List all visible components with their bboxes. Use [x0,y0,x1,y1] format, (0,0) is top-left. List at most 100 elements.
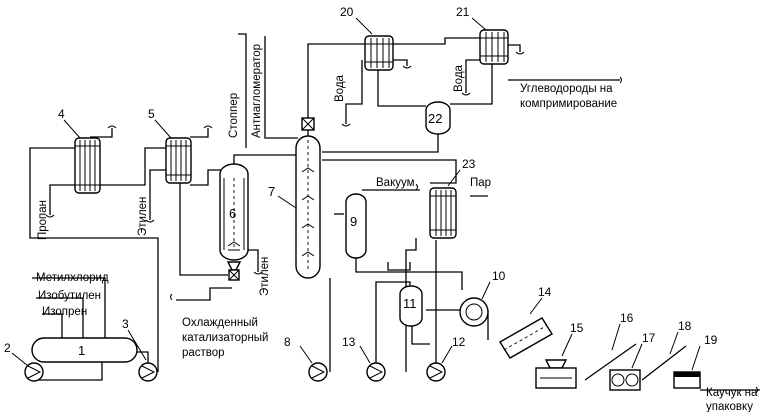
pump-12: 12 [426,335,466,382]
label-propane: Пропан [37,200,49,240]
equipment-label-1: 1 [78,343,85,358]
line-isobutylene [36,297,84,338]
line-reactor-to-column [233,154,298,166]
label-vacuum: Вакуум [376,177,415,189]
label-stopper: Стоппер [228,93,240,138]
line-methyl-chloride [32,277,106,338]
equipment-label-10: 10 [492,269,506,283]
machine-15: 15 [535,321,584,389]
reactor-6: 6 [219,163,249,281]
line-pump2-loop [33,362,103,381]
flow-terminators [45,51,758,394]
line-isoprene [42,313,63,338]
line-column-to-hx20 [307,43,365,118]
vessel-9: 9 [345,193,367,259]
line-hx21-to-sep22 [450,64,493,105]
line-catalyst-hx [190,169,222,186]
equipment-label-19: 19 [704,333,718,347]
equipment-label-2: 2 [4,341,11,355]
line-antiagglomerator [264,36,298,139]
equipment-label-23: 23 [462,157,476,171]
pump-8: 8 [284,335,328,382]
line-hx5-vapor [190,128,209,138]
press-19: 19 [673,333,718,389]
equipment-label-5: 5 [148,107,155,121]
label-ethylene-2: Этилен [259,257,271,296]
label-hydrocarbons-2: компримирование [520,98,617,110]
equipment-label-20: 20 [340,5,354,19]
label-isoprene: Изопрен [42,306,87,318]
label-methyl-chloride: Метилхлорид [36,272,109,284]
label-hydrocarbons-1: Углеводороды на [520,83,613,95]
line-ethylene-1 [149,169,166,220]
equipment-label-8: 8 [284,335,291,349]
label-catalyst-3: раствор [182,347,225,359]
vessel-11: 11 [399,285,423,327]
line-water-1 [345,60,363,124]
equipment-label-14: 14 [538,285,552,299]
label-catalyst-1: Охлажденный [182,317,258,329]
label-water-1: Вода [334,74,346,102]
pump-13: 13 [342,335,386,382]
label-catalyst-2: катализаторный [182,332,268,344]
line-sep22-return [322,130,439,153]
label-ethylene-1: Этилен [137,197,149,236]
equipment-label-16: 16 [620,311,634,325]
equipment-label-6: 6 [229,206,236,221]
label-steam: Пар [470,177,491,189]
condenser-20: 20 [340,5,394,71]
label-water-2: Вода [453,64,465,92]
line-v9-to-dryer [355,258,463,290]
stream-labels: Метилхлорид Изобутилен Изопрен Пропан Эт… [36,44,758,412]
line-hx21-vent [508,44,521,52]
line-v11-to-pump12 [411,324,430,345]
equipment-label-3: 3 [122,317,129,331]
conveyor-18: 18 [669,319,692,355]
line-hx20-to-hx21 [393,37,480,45]
line-hx23-return [322,159,457,184]
equipment-label-12: 12 [452,335,466,349]
line-hx20-to-sep22 [377,70,426,107]
line-hx20-vent [393,59,408,66]
label-antiagglomerator: Антиагломератор [251,44,263,138]
line-stopper [238,33,247,148]
line-catalyst-in [176,287,232,301]
heater-23: 23 [429,157,476,239]
line-pump3-to-hx4 [29,147,159,372]
equipment-label-13: 13 [342,335,356,349]
extruder-14: 14 [499,285,553,359]
pump-3: 3 [122,317,158,382]
process-lines [29,33,760,391]
line-v11-top [387,262,411,271]
equipment-label-7: 7 [268,184,275,199]
line-hx4-to-hx5 [100,147,168,186]
pump-2: 2 [4,341,44,382]
equipment-label-17: 17 [642,331,656,345]
line-water-2 [465,59,480,93]
mixer-1: 1 [31,337,138,363]
separator-22: 22 [425,101,451,135]
dryer-10: 10 [459,269,506,327]
rollers-17: 17 [609,331,656,391]
conveyor-16: 16 [611,311,634,351]
equipment-label-11: 11 [403,296,417,311]
line-conveyor-18 [641,345,687,381]
line-propane [49,184,75,215]
equipment-label-9: 9 [350,214,357,229]
equipment-label-4: 4 [58,107,65,121]
equipment-label-21: 21 [456,5,470,19]
column-7: 7 [268,117,321,279]
equipment-label-22: 22 [428,111,442,126]
line-ethylene-2 [245,249,259,272]
heat-exchanger-4: 4 [58,107,101,194]
label-isobutylene: Изобутилен [38,290,101,302]
line-hx4-vapor [90,128,113,138]
line-hx5-to-reactor [179,183,228,276]
line-conveyor-16 [584,343,637,381]
heat-exchanger-5: 5 [148,107,192,184]
equipment-label-15: 15 [570,321,584,335]
label-rubber-2: упаковку [706,401,753,412]
equipment-label-18: 18 [678,319,692,333]
